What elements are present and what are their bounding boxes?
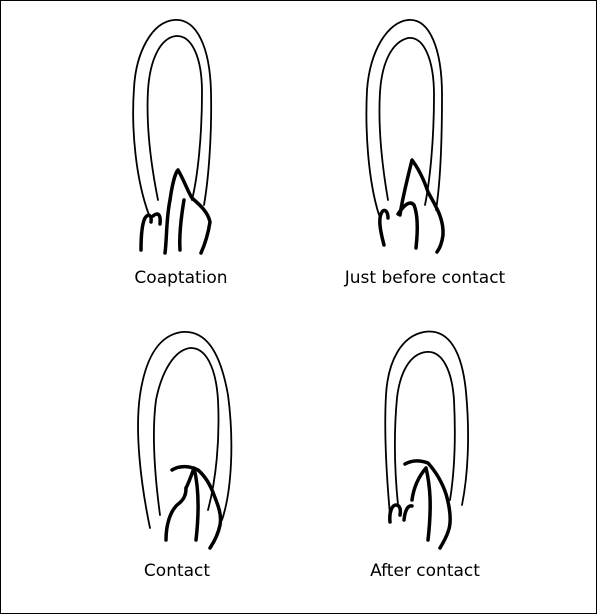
left-leaflet: [141, 215, 151, 250]
left-leaflet-tip: [404, 506, 412, 520]
coaptation-diagram: [133, 20, 211, 253]
leaflet-inner: [186, 468, 198, 540]
left-leaflet: [380, 210, 388, 245]
left-leaflet-tip: [153, 214, 160, 224]
contact-diagram: [138, 332, 231, 548]
panel-label-coaptation: Coaptation: [134, 268, 227, 288]
inner-wall: [395, 352, 455, 505]
after-contact-diagram: [385, 332, 468, 548]
right-leaflet: [165, 170, 210, 253]
just-before-contact-diagram: [366, 20, 443, 252]
left-leaflet: [166, 488, 186, 540]
panel-label-after-contact: After contact: [370, 561, 480, 581]
leaflet-inner: [398, 203, 417, 248]
panel-label-contact: Contact: [144, 561, 210, 581]
left-leaflet: [390, 505, 401, 522]
leaflet-inner: [412, 468, 430, 540]
leaflet-inner: [180, 200, 184, 250]
panel-label-just-before-contact: Just before contact: [345, 268, 505, 288]
